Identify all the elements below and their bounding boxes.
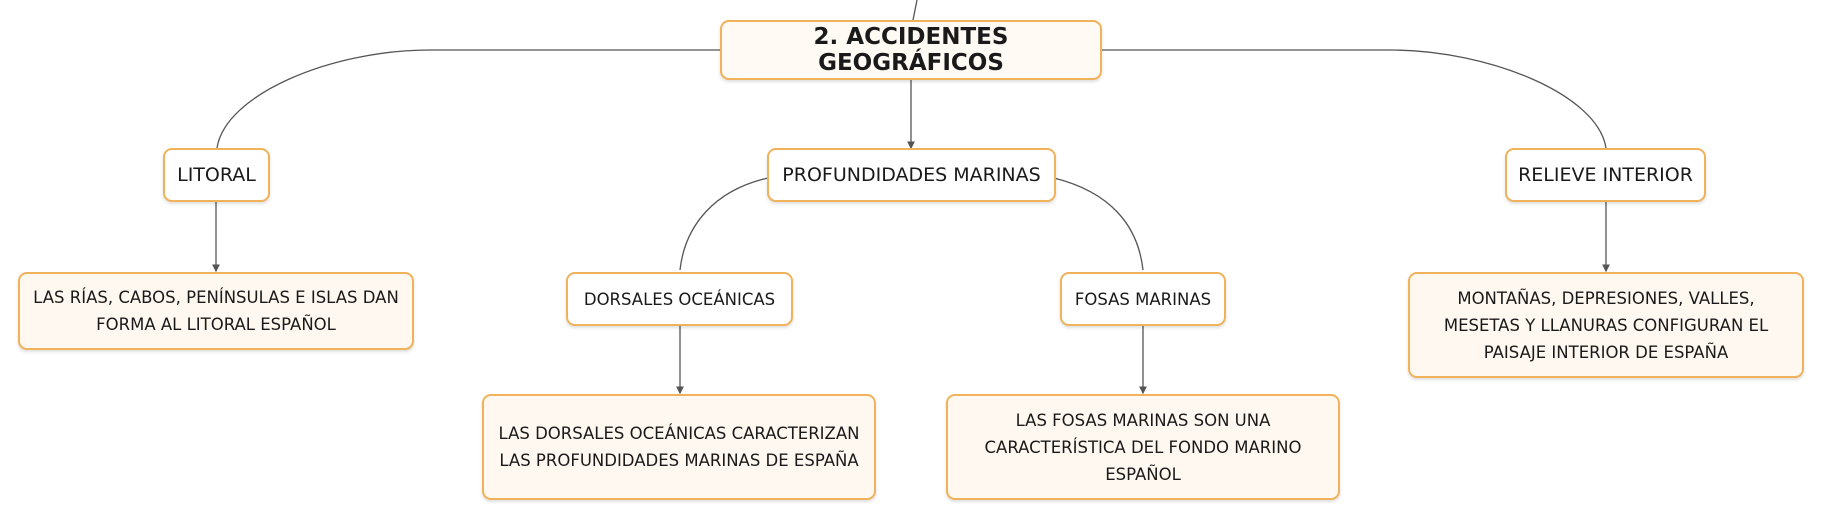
- dorsales-detail-node[interactable]: LAS DORSALES OCEÁNICAS CARACTERIZAN LAS …: [482, 394, 876, 500]
- connector-root-relieve: [1102, 49, 1607, 149]
- litoral-detail-node[interactable]: LAS RÍAS, CABOS, PENÍNSULAS E ISLAS DAN …: [18, 272, 414, 350]
- dorsales-label: DORSALES OCEÁNICAS: [583, 289, 776, 309]
- relieve-detail-text: MONTAÑAS, DEPRESIONES, VALLES, MESETAS Y…: [1443, 288, 1769, 362]
- root-label: 2. ACCIDENTES GEOGRÁFICOS: [813, 24, 1009, 76]
- profundidades-label: PROFUNDIDADES MARINAS: [782, 164, 1041, 186]
- fosas-label: FOSAS MARINAS: [1074, 289, 1212, 309]
- litoral-node[interactable]: LITORAL: [163, 148, 270, 202]
- fosas-node[interactable]: FOSAS MARINAS: [1060, 272, 1226, 326]
- relieve-detail-node[interactable]: MONTAÑAS, DEPRESIONES, VALLES, MESETAS Y…: [1408, 272, 1804, 378]
- litoral-label: LITORAL: [177, 164, 256, 186]
- fosas-detail-text: LAS FOSAS MARINAS SON UNA CARACTERÍSTICA…: [984, 410, 1302, 484]
- connector-root-litoral: [216, 49, 720, 149]
- profundidades-node[interactable]: PROFUNDIDADES MARINAS: [767, 148, 1056, 202]
- litoral-detail-text: LAS RÍAS, CABOS, PENÍNSULAS E ISLAS DAN …: [33, 288, 399, 334]
- root-node[interactable]: 2. ACCIDENTES GEOGRÁFICOS: [720, 20, 1102, 80]
- dorsales-node[interactable]: DORSALES OCEÁNICAS: [566, 272, 793, 326]
- connector-prof-dorsales: [679, 177, 769, 271]
- relieve-node[interactable]: RELIEVE INTERIOR: [1505, 148, 1706, 202]
- connector-prof-fosas: [1053, 177, 1144, 271]
- relieve-label: RELIEVE INTERIOR: [1518, 164, 1693, 186]
- dorsales-detail-text: LAS DORSALES OCEÁNICAS CARACTERIZAN LAS …: [498, 424, 860, 470]
- connector-incoming: [912, 0, 918, 21]
- fosas-detail-node[interactable]: LAS FOSAS MARINAS SON UNA CARACTERÍSTICA…: [946, 394, 1340, 500]
